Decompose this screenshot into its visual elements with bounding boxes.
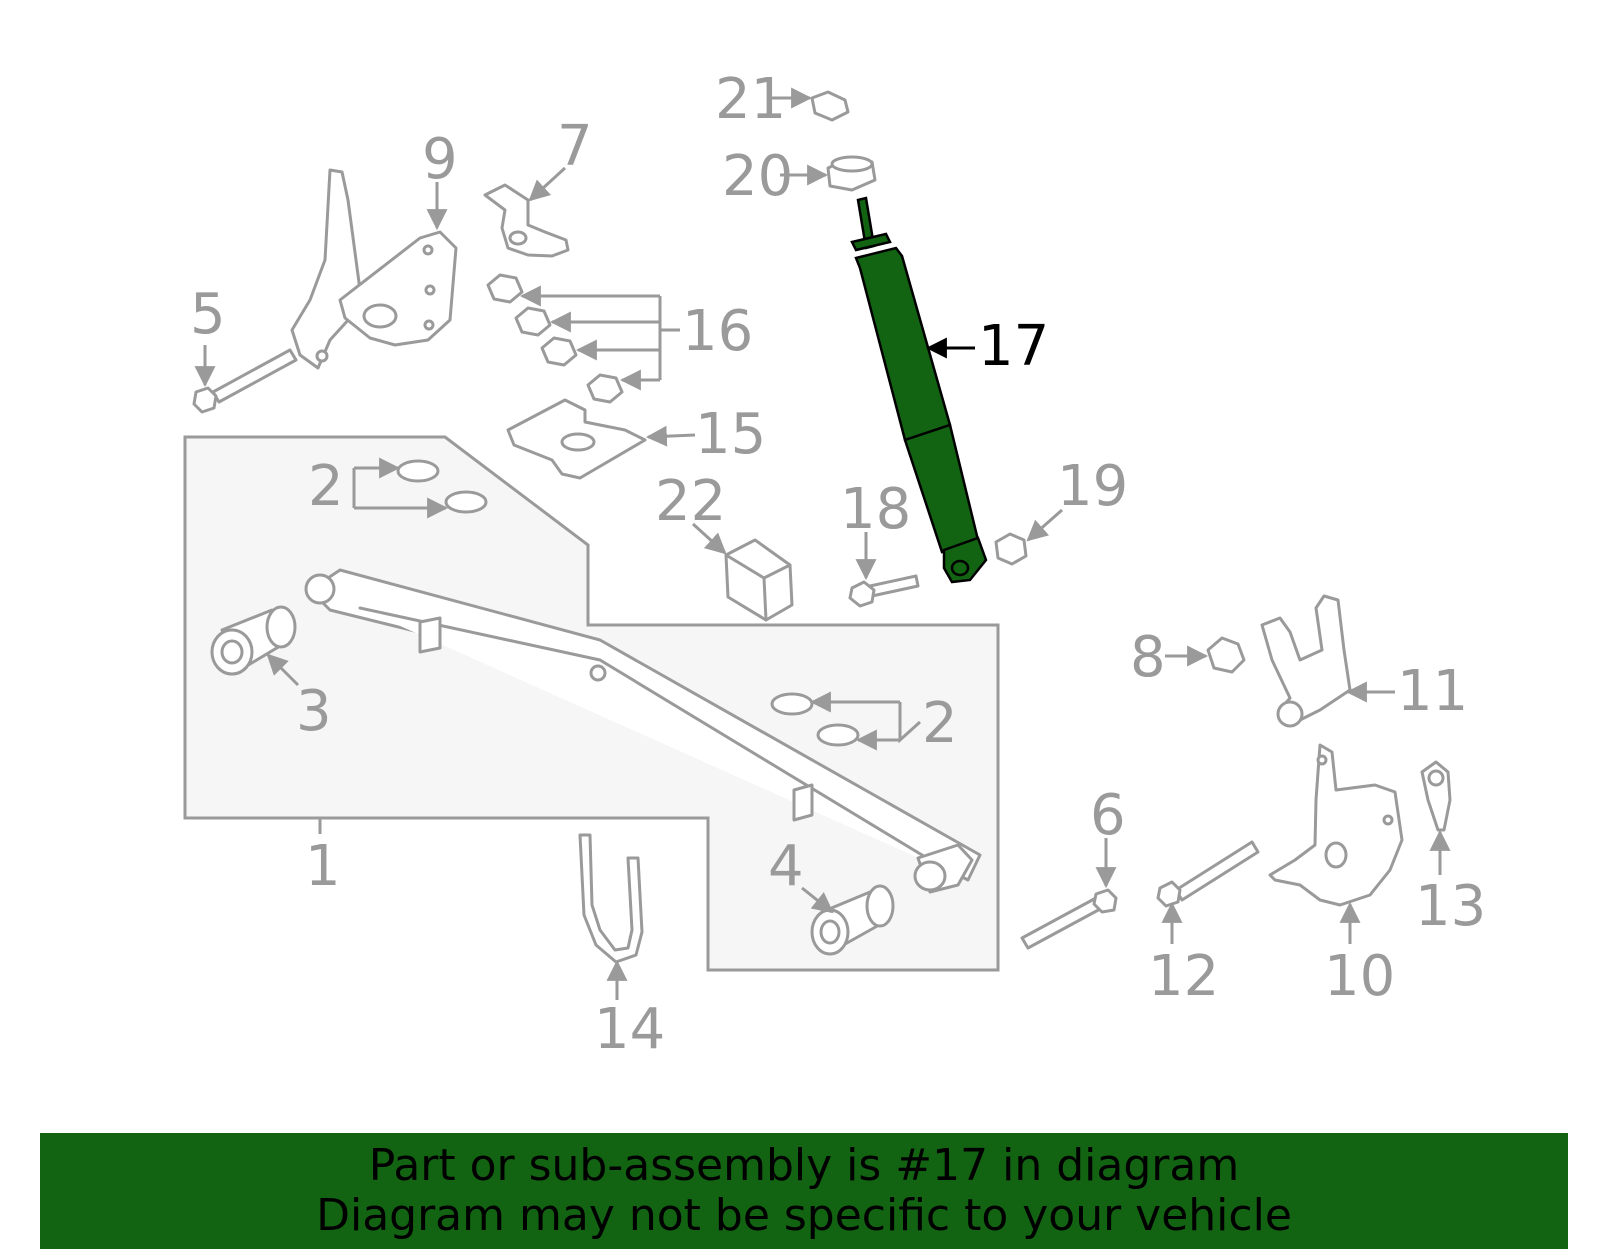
part-2-insulators-lower[interactable] [770,692,860,747]
part-7-clip[interactable] [483,183,570,258]
callout-7: 7 [557,114,593,179]
callout-6: 6 [1090,783,1126,848]
part-21-nut[interactable] [810,90,850,122]
part-13-clip[interactable] [1420,760,1452,832]
banner-line-1: Part or sub-assembly is #17 in diagram [368,1140,1240,1191]
part-10-bracket[interactable] [1268,743,1404,907]
part-8-nut[interactable] [1206,636,1246,674]
part-14-u-bolt[interactable] [578,833,644,964]
part-11-shackle[interactable] [1260,594,1352,728]
callout-16: 16 [682,299,753,364]
part-9-hanger-bracket[interactable] [290,168,458,370]
part-17-shock-absorber[interactable] [850,196,988,584]
part-1-leaf-spring[interactable] [304,568,982,894]
callout-2-upper: 2 [308,454,344,519]
callout-20: 20 [722,144,793,209]
callout-11: 11 [1397,659,1468,724]
callout-1: 1 [305,834,341,899]
part-3-bushing[interactable] [210,605,297,676]
callout-19: 19 [1057,454,1128,519]
callout-12: 12 [1148,944,1219,1009]
part-20-bushing[interactable] [826,155,877,192]
part-15-plate[interactable] [506,398,647,480]
callout-18: 18 [840,477,911,542]
part-19-nut[interactable] [994,532,1028,566]
callout-21: 21 [715,67,786,132]
callout-10: 10 [1324,944,1395,1009]
callout-15: 15 [695,402,766,467]
callout-3: 3 [296,679,332,744]
callout-4: 4 [768,834,804,899]
part-5-bolt[interactable] [192,348,298,414]
callout-17: 17 [978,314,1049,379]
callout-13: 13 [1415,874,1486,939]
info-banner: Part or sub-assembly is #17 in diagram D… [40,1133,1568,1249]
callout-9: 9 [422,127,458,192]
part-12-bolt[interactable] [1156,840,1260,908]
part-18-bolt[interactable] [848,574,920,608]
callout-14: 14 [594,997,665,1062]
callout-2-lower: 2 [922,691,958,756]
callout-5: 5 [190,282,226,347]
banner-line-2: Diagram may not be specific to your vehi… [316,1190,1292,1241]
callout-22: 22 [655,469,726,534]
part-16-nuts[interactable] [486,273,624,404]
part-22-block[interactable] [724,538,794,622]
part-6-bolt[interactable] [1020,888,1118,950]
callout-8: 8 [1130,625,1166,690]
